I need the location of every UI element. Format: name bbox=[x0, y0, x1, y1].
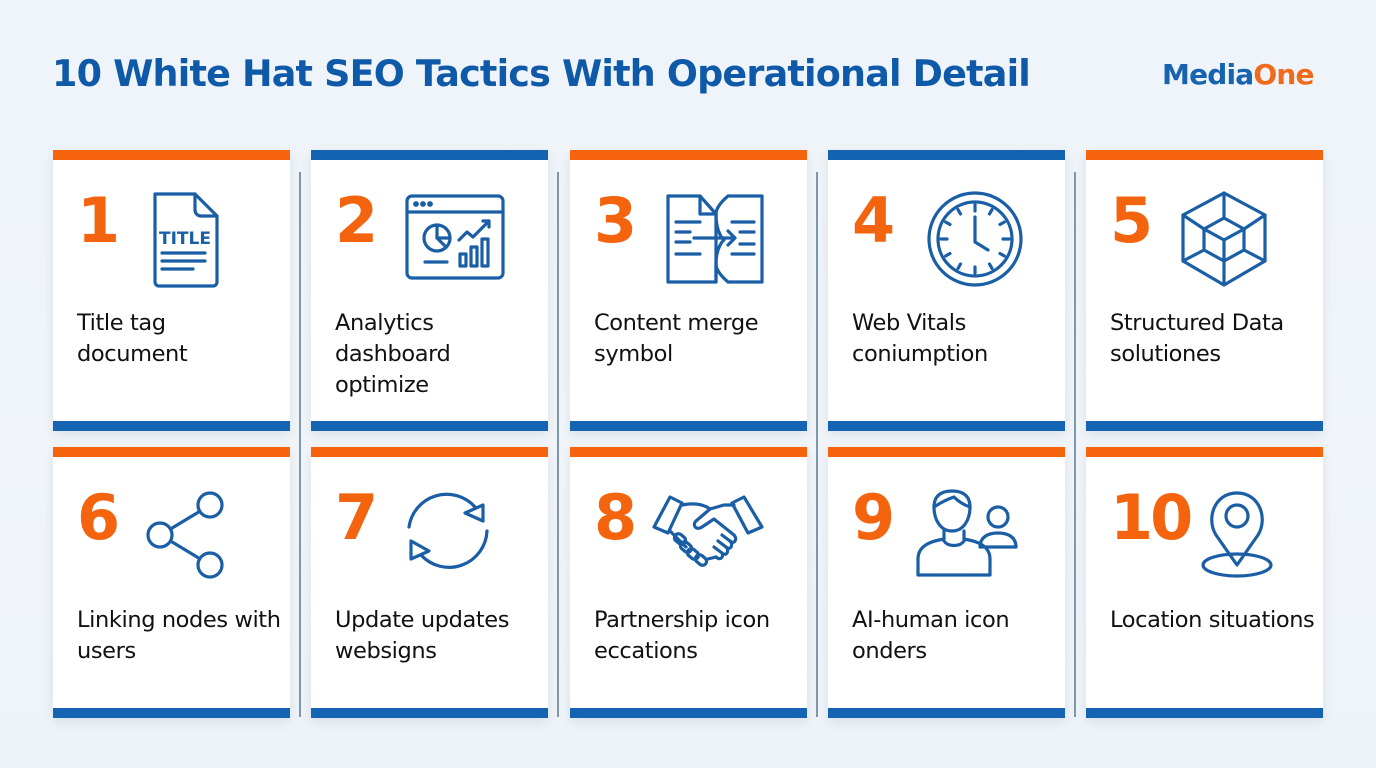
mediaone-logo: MediaOne bbox=[1162, 58, 1315, 91]
tactic-label: Analytics dashboard optimize bbox=[335, 310, 451, 398]
card-top-bar bbox=[311, 150, 548, 160]
card-top-bar bbox=[828, 447, 1065, 457]
tactic-label: Update updates websigns bbox=[335, 607, 510, 664]
tactic-number: 10 bbox=[1110, 481, 1193, 554]
card-top-bar bbox=[311, 447, 548, 457]
card-top-bar bbox=[570, 150, 807, 160]
tactic-number: 9 bbox=[852, 481, 895, 554]
share-nodes-icon bbox=[146, 489, 228, 581]
svg-text:TITLE: TITLE bbox=[159, 229, 211, 249]
tactic-number: 4 bbox=[852, 184, 895, 257]
card-top-bar bbox=[1086, 447, 1323, 457]
tactic-card-8: 8 Partnership icon eccations bbox=[570, 447, 807, 718]
column-divider bbox=[816, 172, 818, 717]
card-bottom-bar bbox=[570, 421, 807, 431]
card-bottom-bar bbox=[570, 708, 807, 718]
analytics-dashboard-icon bbox=[405, 194, 505, 280]
tactic-label: Linking nodes with users bbox=[77, 607, 281, 664]
card-top-bar bbox=[53, 447, 290, 457]
refresh-icon bbox=[405, 489, 491, 575]
cube-icon bbox=[1180, 190, 1268, 288]
card-top-bar bbox=[53, 150, 290, 160]
tactic-card-2: 2 Analytics dashboard optimize bbox=[311, 150, 548, 431]
card-bottom-bar bbox=[828, 421, 1065, 431]
logo-media-text: Media bbox=[1162, 58, 1254, 91]
card-bottom-bar bbox=[53, 708, 290, 718]
tactic-number: 3 bbox=[594, 184, 637, 257]
tactic-label: Title tag document bbox=[77, 310, 188, 367]
tactic-number: 7 bbox=[335, 481, 378, 554]
users-icon bbox=[914, 489, 1024, 579]
tactic-card-1: 1 TITLE Title tag document bbox=[53, 150, 290, 431]
page-title: 10 White Hat SEO Tactics With Operationa… bbox=[52, 52, 1031, 95]
tactic-card-6: 6 Linking nodes with users bbox=[53, 447, 290, 718]
tactic-number: 5 bbox=[1110, 184, 1153, 257]
column-divider bbox=[557, 172, 559, 717]
card-bottom-bar bbox=[1086, 708, 1323, 718]
card-top-bar bbox=[1086, 150, 1323, 160]
tactic-card-4: 4 Web Vitals coniumption bbox=[828, 150, 1065, 431]
tactic-card-3: 3 Content merge symbol bbox=[570, 150, 807, 431]
location-pin-icon bbox=[1200, 489, 1274, 579]
card-bottom-bar bbox=[311, 708, 548, 718]
logo-one-text: One bbox=[1253, 58, 1314, 91]
tactic-label: Partnership icon eccations bbox=[594, 607, 770, 664]
title-document-icon: TITLE bbox=[149, 190, 221, 288]
tactic-card-9: 9 AI-human icon onders bbox=[828, 447, 1065, 718]
card-bottom-bar bbox=[53, 421, 290, 431]
column-divider bbox=[299, 172, 301, 717]
handshake-icon bbox=[652, 495, 764, 571]
card-top-bar bbox=[570, 447, 807, 457]
clock-icon bbox=[926, 190, 1024, 288]
tactic-number: 6 bbox=[77, 481, 120, 554]
content-merge-icon bbox=[666, 194, 764, 284]
card-bottom-bar bbox=[828, 708, 1065, 718]
tactic-label: Content merge symbol bbox=[594, 310, 759, 367]
card-top-bar bbox=[828, 150, 1065, 160]
tactic-number: 2 bbox=[335, 184, 378, 257]
tactic-label: Web Vitals coniumption bbox=[852, 310, 988, 367]
tactic-card-10: 10 Location situations bbox=[1086, 447, 1323, 718]
card-bottom-bar bbox=[311, 421, 548, 431]
tactic-label: Location situations bbox=[1110, 607, 1315, 633]
column-divider bbox=[1074, 172, 1076, 717]
tactic-label: Structured Data solutiones bbox=[1110, 310, 1284, 367]
tactic-card-7: 7 Update updates websigns bbox=[311, 447, 548, 718]
tactic-card-5: 5 Structured Data solutiones bbox=[1086, 150, 1323, 431]
card-bottom-bar bbox=[1086, 421, 1323, 431]
tactic-number: 8 bbox=[594, 481, 637, 554]
tactic-number: 1 bbox=[77, 184, 120, 257]
tactic-label: AI-human icon onders bbox=[852, 607, 1010, 664]
